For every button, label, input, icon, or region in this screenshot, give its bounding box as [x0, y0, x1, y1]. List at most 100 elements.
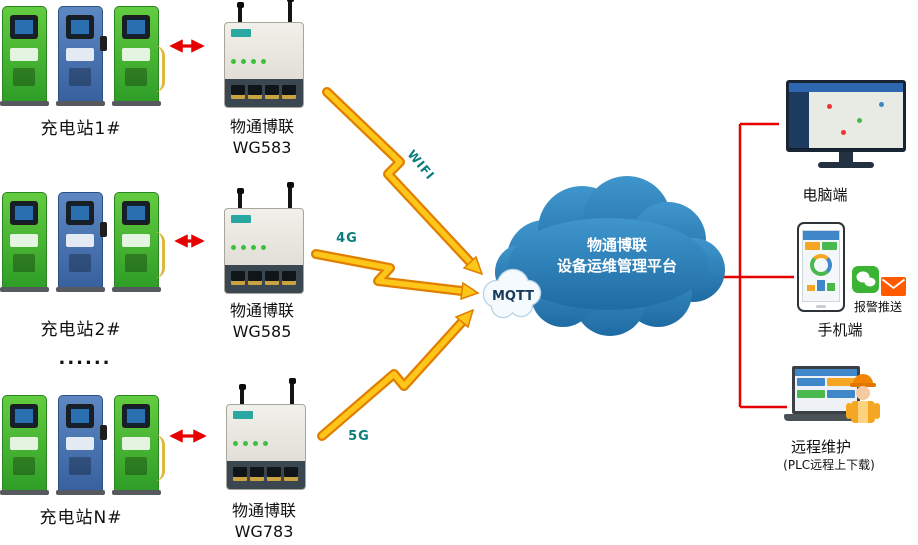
- pile-slot: [125, 254, 147, 272]
- gateway-1-brand: 物通博联: [229, 117, 294, 136]
- pile-screen: [10, 404, 38, 428]
- pile-panel: [10, 234, 38, 247]
- station-2-label: 充电站2#: [40, 320, 122, 340]
- gateway-device-wg585: [212, 182, 316, 298]
- phone-screen: [802, 230, 840, 302]
- desktop-monitor-icon: [786, 80, 906, 176]
- remote-endpoint-label: 远程维护: [790, 438, 851, 456]
- antenna-icon: [236, 2, 244, 24]
- station-1-label: 充电站1#: [40, 119, 122, 139]
- gateway-leds: [231, 59, 266, 64]
- pile-screen: [122, 201, 150, 225]
- charging-pile: [112, 192, 165, 292]
- remote-endpoint-note: (PLC远程上下载): [783, 458, 875, 472]
- charging-gun: [100, 425, 107, 440]
- lightning-bolt-4g-icon: [311, 249, 480, 301]
- gateway-leds: [233, 441, 268, 446]
- gateway-body: [226, 404, 306, 490]
- pile-slot: [13, 68, 35, 86]
- gateway-logo: [233, 411, 253, 419]
- charging-pile: [0, 395, 49, 495]
- gateway-body: [224, 22, 304, 108]
- charging-pile: [0, 6, 49, 106]
- pile-screen: [10, 15, 38, 39]
- antenna-icon: [286, 182, 294, 210]
- pile-base: [56, 287, 105, 292]
- platform-cloud-label: 物通博联 设备运维管理平台: [527, 235, 707, 277]
- gateway-logo: [231, 29, 251, 37]
- charging-cable: [152, 435, 165, 481]
- antenna-icon: [238, 384, 246, 406]
- gateway-leds: [231, 245, 266, 250]
- pile-base: [0, 490, 49, 495]
- mobile-endpoint-label: 手机端: [817, 321, 863, 339]
- gateway-3-label: 物通博联 WG783: [204, 500, 324, 542]
- charging-gun: [100, 36, 107, 51]
- dashboard-sidebar: [789, 92, 809, 148]
- charging-station-group-1: [0, 6, 165, 108]
- engineer-icon: [846, 374, 880, 423]
- laptop-base: [784, 414, 868, 421]
- gateway-device-wg583: [212, 0, 316, 112]
- gateway-logo: [231, 215, 251, 223]
- charging-pile: [56, 395, 107, 495]
- charging-station-group-n: [0, 395, 165, 497]
- pile-slot: [69, 68, 91, 86]
- gateway-body: [224, 208, 304, 294]
- pile-slot: [125, 68, 147, 86]
- dashboard-map: [809, 92, 903, 148]
- pile-panel: [66, 48, 94, 61]
- gateway-device-wg783: [214, 378, 318, 494]
- pile-screen: [122, 404, 150, 428]
- pile-slot: [13, 254, 35, 272]
- monitor-neck: [839, 152, 853, 162]
- pile-slot: [125, 457, 147, 475]
- charging-pile: [112, 6, 165, 106]
- pile-panel: [122, 437, 150, 450]
- gateway-3-model: WG783: [234, 522, 294, 541]
- pile-base: [56, 101, 105, 106]
- pile-base: [112, 287, 161, 292]
- pile-base: [56, 490, 105, 495]
- pile-slot: [69, 254, 91, 272]
- pile-panel: [122, 48, 150, 61]
- lightning-bolt-5g-icon: [317, 308, 475, 441]
- platform-subtitle: 设备运维管理平台: [556, 257, 677, 275]
- charging-pile: [0, 192, 49, 292]
- phone-app-header: [803, 231, 839, 240]
- platform-name: 物通博联: [586, 236, 647, 254]
- donut-chart-icon: [810, 254, 832, 276]
- pile-base: [112, 101, 161, 106]
- pile-screen: [66, 201, 94, 225]
- charging-cable: [152, 232, 165, 278]
- pile-panel: [10, 48, 38, 61]
- phone-home-button: [816, 305, 826, 308]
- mail-icon: [881, 277, 906, 296]
- gateway-3-brand: 物通博联: [231, 501, 296, 520]
- antenna-icon: [286, 0, 294, 24]
- gateway-2-model: WG585: [232, 322, 292, 341]
- gateway-2-brand: 物通博联: [229, 301, 294, 320]
- pile-panel: [66, 234, 94, 247]
- charging-cable: [152, 46, 165, 92]
- charging-gun: [100, 222, 107, 237]
- bar-chart-icon: [803, 278, 839, 291]
- charging-station-group-2: [0, 192, 165, 294]
- pile-screen: [10, 201, 38, 225]
- platform-cloud-icon: [495, 176, 725, 336]
- pc-endpoint-label: 电脑端: [802, 186, 848, 204]
- pile-base: [0, 101, 49, 106]
- dashboard-header: [789, 83, 903, 92]
- antenna-icon: [288, 378, 296, 406]
- dashboard-body: [789, 92, 903, 148]
- gateway-ports: [227, 461, 305, 489]
- station-n-label: 充电站N#: [39, 508, 123, 528]
- pile-base: [112, 490, 161, 495]
- pile-panel: [10, 437, 38, 450]
- antenna-icon: [236, 188, 244, 210]
- pile-screen: [66, 15, 94, 39]
- smartphone-icon: [797, 222, 845, 312]
- pile-slot: [13, 457, 35, 475]
